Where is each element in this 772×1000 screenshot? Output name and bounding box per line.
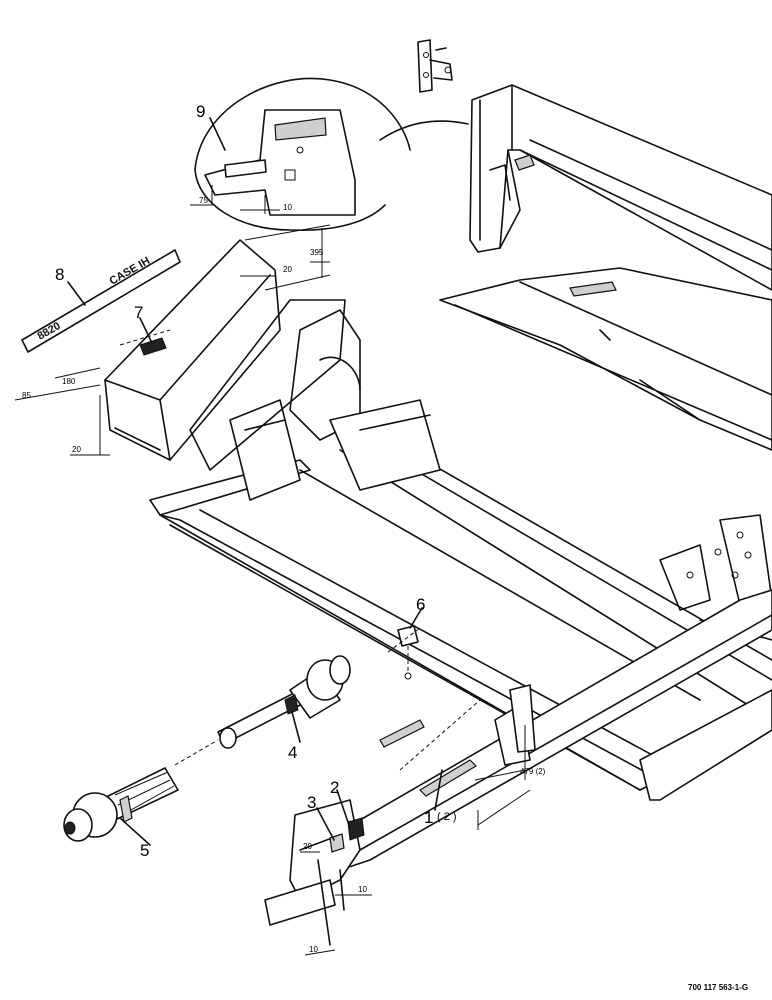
callout-3: 3 — [307, 793, 316, 812]
dim-10-detail: 10 — [283, 203, 292, 212]
dim-180: 180 — [62, 377, 76, 386]
callout-1: 1 — [424, 808, 433, 827]
detail-view — [194, 77, 469, 232]
drawing-number: 700 117 563-1-G — [688, 983, 748, 992]
callout-9: 9 — [196, 102, 205, 121]
dim-20-left: 20 — [72, 445, 81, 454]
bracket-hardware — [417, 39, 453, 93]
dim-10-front-a: 10 — [358, 885, 367, 894]
callout-5: 5 — [140, 841, 149, 860]
dim-395: 395 — [310, 248, 324, 257]
dimension-lines — [14, 185, 531, 956]
leader-lines — [67, 117, 443, 846]
dim-479: 479 (2) — [520, 767, 546, 776]
front-shield — [104, 239, 346, 471]
callout-7: 7 — [134, 303, 143, 322]
part-6-plate — [387, 625, 421, 680]
callout-4: 4 — [288, 743, 297, 762]
front-beam — [329, 544, 772, 871]
hitch-assembly — [264, 799, 365, 946]
dim-85: 85 — [22, 391, 31, 400]
dim-75: 75 — [199, 196, 208, 205]
callout-8: 8 — [55, 265, 64, 284]
header-platform — [439, 267, 772, 451]
rear-frame — [469, 84, 772, 291]
dim-20-front: 20 — [303, 842, 312, 851]
callout-2: 2 — [330, 778, 339, 797]
driveshaft-5 — [63, 767, 179, 842]
dim-10-front-b: 10 — [309, 945, 318, 954]
gearbox — [229, 309, 441, 501]
callout-6: 6 — [416, 595, 425, 614]
driveshaft-4 — [174, 655, 351, 766]
callout-1-qty: ( 2 ) — [437, 811, 457, 823]
dim-20-top: 20 — [283, 265, 292, 274]
